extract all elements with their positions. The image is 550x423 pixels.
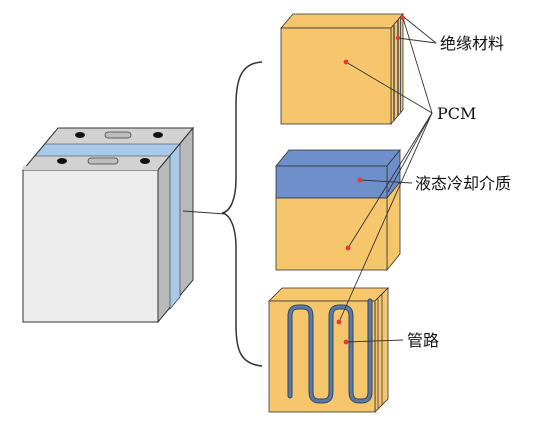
layer2-side-pcm (386, 180, 401, 272)
terminal-dot (75, 132, 85, 138)
marker-dot (343, 59, 349, 65)
pcm-insulation-layer (280, 12, 404, 126)
marker-dot (400, 15, 406, 21)
battery-leader-line (182, 210, 226, 215)
marker-dot (357, 177, 363, 183)
leader-insulation-2 (397, 37, 437, 44)
label-coolant: 液态冷却介质 (415, 174, 511, 193)
leader-pcm-3 (347, 112, 433, 249)
leader-pcm-2 (402, 17, 433, 114)
marker-dot (345, 245, 351, 251)
label-pipe: 管路 (407, 331, 439, 350)
terminal-dot (153, 132, 163, 138)
leader-insulation-1 (404, 17, 437, 44)
battery-front-face (22, 169, 159, 323)
marker-dot (336, 319, 342, 325)
marker-dot (343, 339, 349, 345)
terminal-bar (104, 131, 132, 139)
layer2-front-coolant (275, 165, 388, 199)
label-pcm: PCM (437, 104, 476, 123)
callout-markers (336, 15, 406, 345)
layer1-front-face (280, 27, 392, 125)
layer1-side-face (390, 12, 404, 126)
coolant-pcm-layer (275, 148, 401, 272)
leader-pipe (345, 339, 404, 343)
leader-pcm-5 (338, 112, 433, 323)
curly-brace (221, 61, 263, 367)
layer2-top-face (275, 149, 401, 167)
layer2-front-pcm (275, 197, 388, 271)
leader-coolant (359, 179, 413, 184)
battery-module (21, 126, 195, 324)
pcm-pipe-layer (268, 287, 389, 413)
terminal-bar (87, 157, 119, 165)
battery-front-band (23, 166, 158, 170)
layer3-front-face (268, 300, 376, 413)
terminal-dot (57, 158, 67, 164)
callout-lines (338, 17, 437, 343)
layer1-top-face (280, 13, 404, 29)
label-insulation: 绝缘材料 (440, 34, 504, 53)
serpentine-pipe-inner (288, 299, 372, 403)
terminal-dot (140, 158, 150, 164)
leader-pcm-1 (345, 61, 433, 114)
battery-top-stripe (34, 143, 181, 157)
battery-side-stripe (169, 143, 181, 310)
marker-dot (395, 35, 401, 41)
leader-pcm-4 (387, 112, 433, 193)
